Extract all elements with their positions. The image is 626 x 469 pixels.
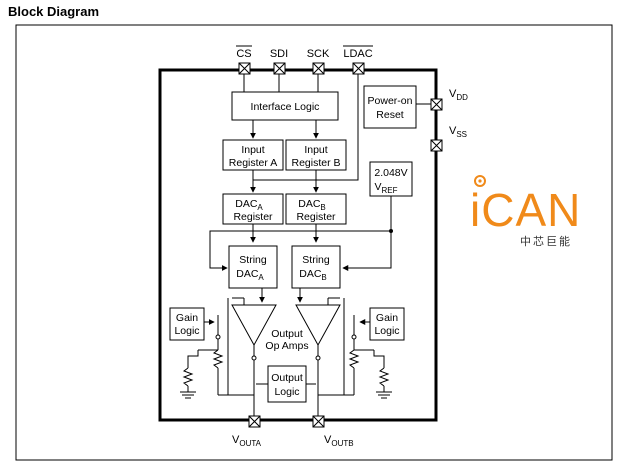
svg-text:Reset: Reset: [376, 109, 404, 121]
svg-text:SCK: SCK: [307, 48, 330, 60]
interface-logic-block: Interface Logic: [231, 91, 339, 121]
svg-text:DACB: DACB: [298, 198, 326, 212]
svg-text:2.048V: 2.048V: [374, 167, 407, 179]
gain-logic-right-block: Gain Logic: [369, 307, 405, 341]
svg-text:Gain: Gain: [376, 312, 398, 324]
svg-text:VOUTA: VOUTA: [232, 434, 262, 448]
logo-text: iCAN: [470, 184, 581, 236]
op-amps-label: Output: [271, 328, 303, 340]
string-dac-a-block: String DACA: [228, 245, 278, 289]
pin-vss: VSS: [430, 125, 467, 152]
svg-text:Logic: Logic: [374, 325, 399, 337]
svg-text:Register: Register: [233, 211, 273, 223]
gain-logic-left-block: Gain Logic: [169, 307, 205, 341]
svg-text:Register: Register: [296, 211, 336, 223]
svg-text:Input: Input: [304, 144, 327, 156]
string-dac-b-block: String DACB: [291, 245, 341, 289]
outer-frame: [15, 24, 613, 461]
vref-block: 2.048V VREF: [369, 161, 413, 197]
svg-text:Interface Logic: Interface Logic: [251, 101, 320, 113]
page-title: Block Diagram: [8, 4, 100, 19]
svg-text:VOUTB: VOUTB: [324, 434, 354, 448]
svg-text:Logic: Logic: [174, 325, 199, 337]
svg-text:Power-on: Power-on: [368, 95, 413, 107]
svg-text:DACB: DACB: [299, 268, 327, 282]
pin-vdd: VDD: [430, 88, 468, 111]
power-on-reset-block: Power-on Reset: [363, 85, 417, 129]
output-logic-block: Output Logic: [267, 365, 307, 403]
input-register-b-block: Input Register B: [285, 139, 347, 171]
svg-text:DACA: DACA: [236, 268, 264, 282]
feedback-network-b: [315, 298, 392, 420]
pin-ldac: LDAC: [343, 45, 373, 75]
svg-text:SDI: SDI: [270, 48, 288, 60]
input-register-a-block: Input Register A: [222, 139, 284, 171]
feedback-network-a: [180, 298, 257, 420]
op-amp-a: [231, 297, 277, 347]
svg-text:Register B: Register B: [291, 157, 340, 169]
svg-text:LDAC: LDAC: [343, 48, 372, 60]
svg-text:VSS: VSS: [449, 125, 467, 139]
svg-text:String: String: [239, 254, 267, 266]
svg-text:VDD: VDD: [449, 88, 468, 102]
svg-text:Input: Input: [241, 144, 264, 156]
dac-a-register-block: DACA Register: [222, 193, 284, 225]
svg-text:VREF: VREF: [374, 181, 397, 195]
pin-voutb: VOUTB: [312, 415, 354, 448]
op-amps-label-2: Op Amps: [265, 340, 308, 352]
op-amp-b: [295, 297, 341, 347]
logo-subtitle: 中芯巨能: [520, 234, 572, 248]
svg-text:DACA: DACA: [235, 198, 263, 212]
svg-text:String: String: [302, 254, 330, 266]
svg-text:Logic: Logic: [274, 386, 299, 398]
dac-b-register-block: DACB Register: [285, 193, 347, 225]
svg-text:CS: CS: [236, 48, 251, 60]
svg-text:Register A: Register A: [229, 157, 277, 169]
pin-vouta: VOUTA: [232, 415, 262, 448]
pin-sck: SCK: [307, 48, 330, 75]
svg-text:Gain: Gain: [176, 312, 198, 324]
ican-logo: iCAN 中芯巨能: [470, 175, 581, 248]
chip-body: [158, 68, 438, 422]
svg-text:Output: Output: [271, 372, 303, 384]
